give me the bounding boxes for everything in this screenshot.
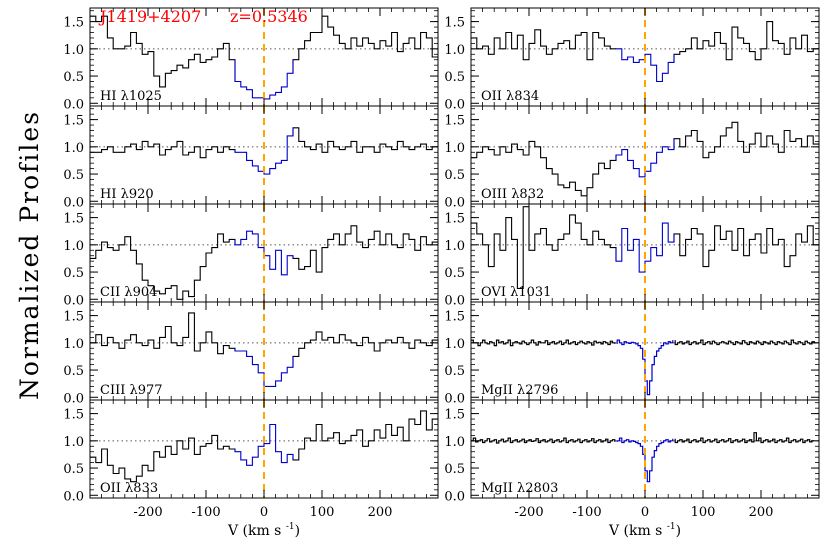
y-tick-label: 0.5 (63, 364, 84, 379)
y-tick-label: 1.0 (63, 435, 84, 450)
y-tick-label: 0.5 (444, 462, 465, 477)
x-axis-label-left: V (km s -1) (227, 522, 300, 539)
profile-panel: 0.0 0.5 1.0 1.5 HI λ1025 (63, 7, 439, 112)
y-axis-label: Normalized Profiles (15, 110, 44, 400)
object-label: J1419+4207 (98, 7, 201, 26)
profile-series (471, 339, 817, 347)
y-tick-label: 0.0 (63, 97, 84, 112)
y-tick-label: 0.5 (63, 70, 84, 85)
ion-label: CIII λ977 (100, 383, 163, 398)
profile-series (471, 21, 819, 63)
profile-series (471, 432, 815, 444)
x-tick-label: 200 (749, 505, 774, 520)
y-tick-label: 0.0 (63, 293, 84, 308)
profile-panel: 0.0 0.5 1.0 1.5 HI λ920 (63, 105, 439, 210)
y-tick-label: 0.0 (444, 489, 465, 504)
y-tick-label: 1.0 (63, 141, 84, 156)
y-tick-label: 1.0 (444, 141, 465, 156)
profile-series-highlight (616, 339, 674, 396)
y-tick-label: 0.0 (63, 489, 84, 504)
y-tick-label: 1.5 (444, 310, 465, 325)
y-tick-label: 1.5 (63, 16, 84, 31)
profile-panel: 0.0 0.5 1.0 1.5 -200 -100 0 100 200 MgII λ2803 (444, 399, 820, 520)
y-tick-label: 1.0 (444, 239, 465, 254)
y-tick-label: 0.5 (444, 70, 465, 85)
ion-label: OII λ833 (100, 481, 158, 496)
x-tick-label: 100 (310, 505, 335, 520)
profile-panel: 0.0 0.5 1.0 1.5 -200 -100 0 100 200 OII λ833 (63, 399, 439, 520)
y-tick-label: 1.5 (444, 408, 465, 423)
profile-series-highlight (616, 48, 675, 83)
y-tick-label: 1.5 (444, 16, 465, 31)
ion-label: MgII λ2803 (481, 481, 558, 496)
x-tick-label: 100 (691, 505, 716, 520)
profile-series (90, 410, 438, 483)
ion-label: HI λ920 (100, 187, 154, 202)
y-tick-label: 1.5 (444, 114, 465, 129)
y-tick-label: 1.0 (63, 337, 84, 352)
y-tick-label: 1.0 (444, 435, 465, 450)
y-tick-label: 1.0 (63, 239, 84, 254)
ion-label: HI λ1025 (100, 89, 162, 104)
profile-series (90, 15, 438, 88)
y-tick-label: 0.0 (444, 391, 465, 406)
x-tick-label: -100 (572, 505, 601, 520)
y-tick-label: 0.5 (444, 364, 465, 379)
y-tick-label: 1.0 (444, 337, 465, 352)
ion-label: OVI λ1031 (481, 285, 551, 300)
y-tick-label: 1.0 (444, 43, 465, 58)
x-tick-label: -200 (514, 505, 543, 520)
profile-series-highlight (615, 138, 675, 178)
x-tick-label: 200 (368, 505, 393, 520)
profile-series (90, 225, 438, 300)
y-tick-label: 1.0 (63, 43, 84, 58)
y-tick-label: 0.0 (63, 391, 84, 406)
profile-series (471, 121, 819, 197)
redshift-label: z=0.5346 (230, 7, 308, 26)
y-tick-label: 0.5 (63, 266, 84, 281)
y-tick-label: 0.0 (444, 195, 465, 210)
ion-label: MgII λ2796 (481, 383, 558, 398)
ion-label: OIII λ832 (481, 187, 544, 202)
profile-series (471, 206, 819, 289)
y-tick-label: 0.5 (444, 168, 465, 183)
y-tick-label: 0.0 (63, 195, 84, 210)
y-tick-label: 0.0 (444, 293, 465, 308)
y-tick-label: 1.5 (63, 114, 84, 129)
y-tick-label: 1.5 (63, 408, 84, 423)
profile-series-highlight (234, 230, 294, 276)
x-tick-label: 0 (641, 505, 649, 520)
x-tick-label: 0 (260, 505, 268, 520)
y-tick-label: 0.0 (444, 97, 465, 112)
profile-series (90, 127, 438, 159)
y-tick-label: 1.5 (63, 310, 84, 325)
ion-label: OII λ834 (481, 89, 539, 104)
x-tick-label: -100 (191, 505, 220, 520)
y-tick-label: 1.5 (63, 212, 84, 227)
profile-series-highlight (234, 127, 294, 175)
y-tick-label: 0.5 (63, 168, 84, 183)
profile-series-highlight (234, 423, 294, 466)
x-axis-label-right: V (km s -1) (608, 522, 681, 539)
y-tick-label: 0.5 (63, 462, 84, 477)
y-tick-label: 0.5 (444, 266, 465, 281)
profile-series (90, 312, 438, 368)
ion-label: CII λ904 (100, 285, 157, 300)
y-tick-label: 1.5 (444, 212, 465, 227)
x-tick-label: -200 (133, 505, 162, 520)
